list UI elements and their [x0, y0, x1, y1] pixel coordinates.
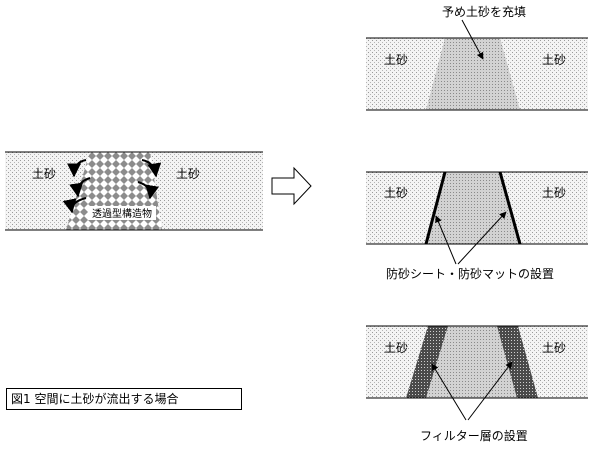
- structure-label-box: [88, 206, 156, 220]
- structure-label: 透過型構造物: [92, 207, 152, 220]
- panel3-soil-label-left: 土砂: [384, 341, 408, 355]
- panel3-fill: [426, 326, 517, 398]
- panel3-pointer-left: [431, 363, 467, 421]
- panel2-fill: [426, 172, 520, 244]
- flow-arrow-icon: [137, 181, 159, 200]
- left-panel: 透過型構造物 土砂 土砂: [5, 151, 263, 231]
- panel1-fill: [426, 38, 520, 110]
- figure-caption: 図1 空間に土砂が流出する場合: [6, 388, 242, 410]
- panel1-pointer: [461, 19, 484, 60]
- panel1-soil-label-left: 土砂: [384, 53, 408, 67]
- panel2-sheet-right: [498, 171, 522, 245]
- panel3-filter-left: [406, 326, 448, 398]
- panel3-pointer-right: [467, 361, 513, 421]
- panel-sheet: 土砂 土砂 防砂シート・防砂マットの設置: [366, 171, 588, 281]
- panel-prefill: 予め土砂を充填 土砂 土砂: [366, 4, 588, 111]
- panel2-soil-label-left: 土砂: [384, 186, 408, 200]
- panel1-soil-label-right: 土砂: [542, 53, 566, 67]
- left-soil-label-left: 土砂: [32, 167, 56, 181]
- left-soil-label-right: 土砂: [176, 167, 200, 181]
- panel1-title: 予め土砂を充填: [442, 4, 526, 19]
- panel2-sheet-left: [424, 171, 447, 245]
- flow-arrow-icon: [62, 197, 87, 214]
- right-arrow-icon: [271, 166, 312, 206]
- flow-arrow-icon: [141, 159, 162, 178]
- panel2-pointer-right: [457, 211, 507, 265]
- panel3-soil-label-right: 土砂: [542, 341, 566, 355]
- panel2-pointer-left: [435, 215, 457, 265]
- panel-filter: 土砂 土砂 フィルター層の設置: [366, 325, 588, 443]
- panel3-filter-right: [497, 326, 538, 398]
- flow-arrow-icon: [67, 159, 87, 178]
- flow-arrow-icon: [69, 177, 91, 198]
- panel3-callout: フィルター層の設置: [420, 428, 528, 443]
- panel2-soil-label-right: 土砂: [542, 186, 566, 200]
- panel2-callout: 防砂シート・防砂マットの設置: [386, 266, 554, 281]
